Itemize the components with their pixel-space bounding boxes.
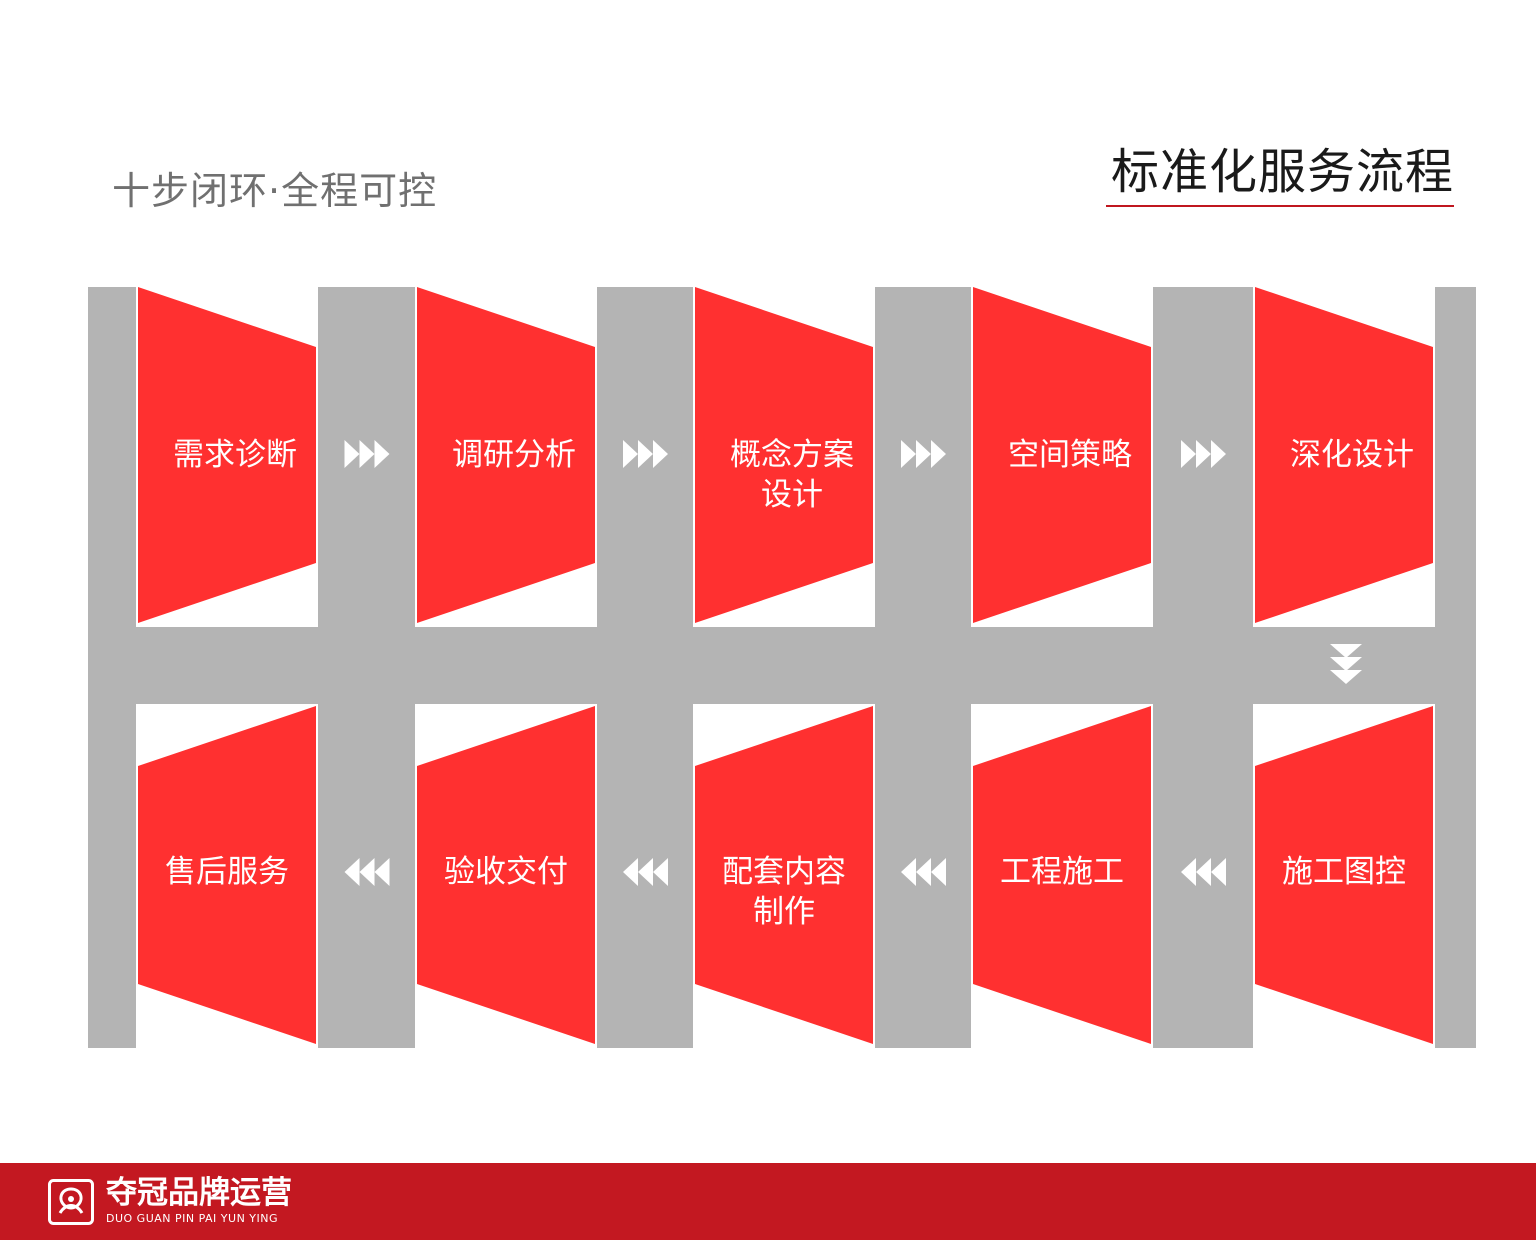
step-card-1 <box>136 287 318 627</box>
flow-arrows <box>344 440 1362 886</box>
step-card-2 <box>415 287 597 627</box>
step-card-shape <box>1255 706 1433 1044</box>
arrow-left-icon <box>1181 858 1226 886</box>
arrow-right-icon <box>623 440 668 468</box>
step-card-9 <box>415 704 597 1048</box>
step-label-6: 施工图控 <box>1282 854 1406 890</box>
step-card-shape <box>695 706 873 1044</box>
footer-bar: 夺冠品牌运营 DUO GUAN PIN PAI YUN YING <box>0 1163 1536 1240</box>
brand-name-cn: 夺冠品牌运营 <box>106 1175 292 1211</box>
step-label-8: 配套内容 制作 <box>722 854 846 930</box>
arrow-right-icon <box>901 440 946 468</box>
step-card-shape <box>973 287 1151 623</box>
step-label-10: 售后服务 <box>165 854 289 890</box>
arrow-right-icon <box>1181 440 1226 468</box>
step-card-shape <box>138 287 316 623</box>
arrow-left-icon <box>901 858 946 886</box>
step-card-shape <box>417 706 595 1044</box>
step-card-8 <box>693 704 875 1048</box>
page-title: 标准化服务流程 <box>1110 144 1454 200</box>
step-label-4: 空间策略 <box>1008 437 1132 473</box>
brand-logo-icon <box>48 1179 94 1225</box>
step-label-1: 需求诊断 <box>173 437 297 473</box>
step-card-5 <box>1253 287 1435 627</box>
title-underline <box>1106 205 1454 207</box>
step-card-4 <box>971 287 1153 627</box>
step-label-7: 工程施工 <box>1000 854 1124 890</box>
step-card-shape <box>138 706 316 1044</box>
arrow-down-icon <box>1330 644 1362 684</box>
arrow-left-icon <box>344 858 390 886</box>
step-cards <box>136 287 1435 1048</box>
track-middle-band <box>88 620 1476 710</box>
step-card-7 <box>971 704 1153 1048</box>
step-card-3 <box>693 287 875 627</box>
step-label-5: 深化设计 <box>1290 437 1414 473</box>
step-card-6 <box>1253 704 1435 1048</box>
step-label-3: 概念方案 设计 <box>730 437 854 513</box>
step-label-9: 验收交付 <box>444 854 568 890</box>
step-label-2: 调研分析 <box>452 437 576 473</box>
arrow-left-icon <box>623 858 668 886</box>
step-card-shape <box>417 287 595 623</box>
brand-name-en: DUO GUAN PIN PAI YUN YING <box>106 1212 279 1225</box>
arrow-right-icon <box>344 440 390 468</box>
step-card-10 <box>136 704 318 1048</box>
step-card-shape <box>695 287 873 623</box>
step-card-shape <box>973 706 1151 1044</box>
page-subtitle: 十步闭环·全程可控 <box>112 169 438 213</box>
step-card-shape <box>1255 287 1433 623</box>
